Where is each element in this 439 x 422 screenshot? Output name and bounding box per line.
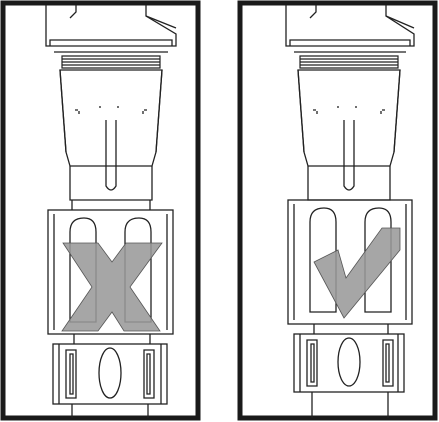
panel-correct <box>237 0 438 421</box>
cross-mark-icon <box>61 242 163 332</box>
threaded-collar <box>61 55 161 69</box>
tapered-body <box>297 69 401 201</box>
panel-frame <box>0 0 201 421</box>
panel-incorrect <box>0 0 201 421</box>
lower-coupling <box>52 334 168 418</box>
upper-housing <box>45 5 177 53</box>
sleeve <box>47 200 174 335</box>
tapered-body <box>59 69 163 201</box>
sleeve <box>287 199 413 325</box>
check-mark-icon <box>313 227 401 319</box>
lower-coupling <box>293 324 405 418</box>
upper-housing <box>285 5 415 53</box>
threaded-collar <box>299 55 399 69</box>
panel-frame <box>237 0 438 421</box>
